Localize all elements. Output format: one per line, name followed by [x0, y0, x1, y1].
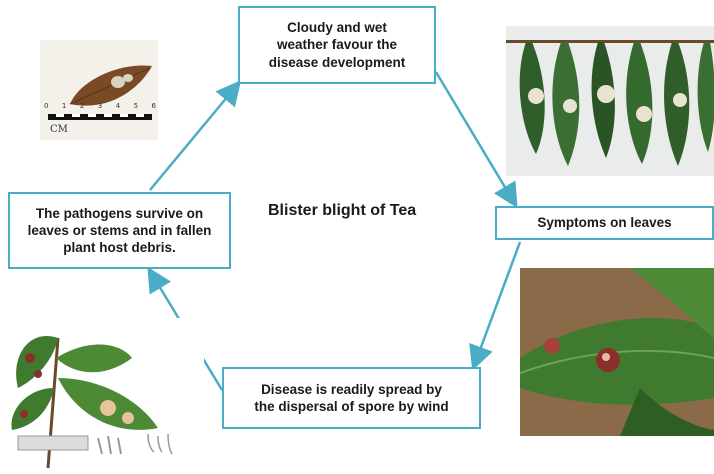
scale-tick-5: 5: [134, 102, 138, 110]
step-spread-box: Disease is readily spread by the dispers…: [222, 367, 481, 429]
leaf-specimen-photo: 0 1 2 3 4 5 6 CM: [40, 40, 158, 140]
scale-tick-2: 2: [80, 102, 84, 110]
step-symptoms-text: Symptoms on leaves: [537, 214, 671, 231]
blister-closeup-photo: [520, 268, 714, 436]
step-weather-box: Cloudy and wet weather favour the diseas…: [238, 6, 436, 84]
scale-unit-label: CM: [50, 124, 68, 135]
scale-tick-3: 3: [98, 102, 102, 110]
scale-tick-4: 4: [116, 102, 120, 110]
step-spread-text: Disease is readily spread by the dispers…: [254, 381, 448, 416]
scale-tick-1: 1: [62, 102, 66, 110]
botanical-illustration: [8, 318, 204, 470]
step-survival-text: The pathogens survive on leaves or stems…: [28, 205, 212, 257]
scale-tick-6: 6: [152, 102, 156, 110]
step-survival-box: The pathogens survive on leaves or stems…: [8, 192, 231, 269]
step-weather-text: Cloudy and wet weather favour the diseas…: [269, 19, 406, 71]
step-symptoms-box: Symptoms on leaves: [495, 206, 714, 240]
infected-leaves-photo: [506, 26, 714, 176]
diagram-title: Blister blight of Tea: [268, 202, 468, 220]
arrow-top-to-right: [436, 72, 515, 204]
scale-tick-0: 0: [44, 102, 48, 110]
arrow-right-to-bottom: [474, 242, 520, 366]
arrow-left-to-top: [150, 84, 238, 190]
scale-bar: [48, 114, 152, 120]
